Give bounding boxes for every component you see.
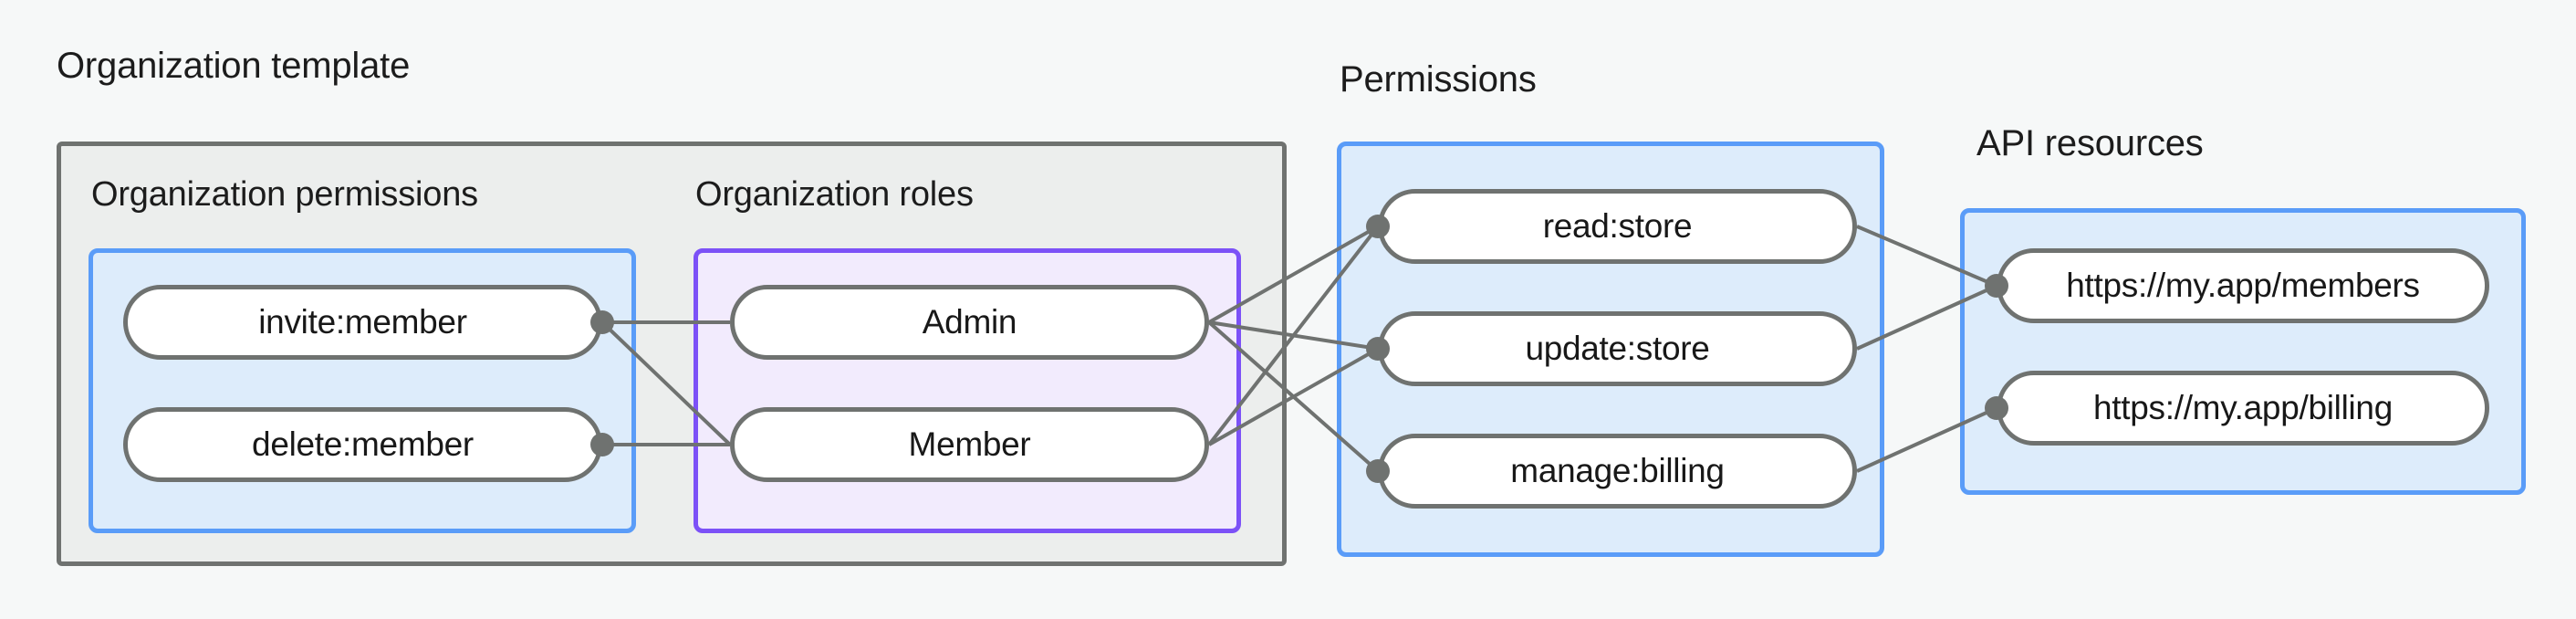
- title-permissions: Permissions: [1340, 59, 1537, 100]
- node-billing-url[interactable]: https://my.app/billing: [1997, 371, 2489, 446]
- subtitle-organization-roles: Organization roles: [695, 175, 974, 214]
- node-update-store[interactable]: update:store: [1378, 311, 1857, 386]
- title-api-resources: API resources: [1976, 123, 2204, 163]
- node-members-url[interactable]: https://my.app/members: [1997, 248, 2489, 323]
- node-delete-member[interactable]: delete:member: [123, 407, 602, 482]
- node-invite-member[interactable]: invite:member: [123, 285, 602, 360]
- node-admin[interactable]: Admin: [730, 285, 1209, 360]
- node-member[interactable]: Member: [730, 407, 1209, 482]
- node-manage-billing[interactable]: manage:billing: [1378, 434, 1857, 509]
- subtitle-organization-permissions: Organization permissions: [91, 175, 478, 214]
- node-read-store[interactable]: read:store: [1378, 189, 1857, 264]
- title-organization-template: Organization template: [57, 46, 411, 86]
